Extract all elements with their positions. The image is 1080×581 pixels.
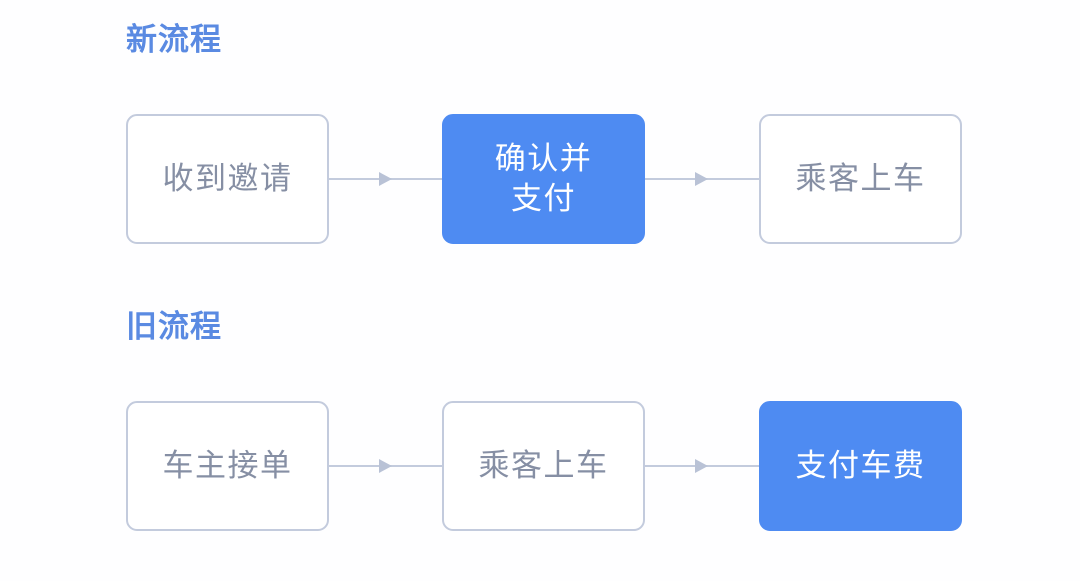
arrow-right-icon bbox=[378, 459, 392, 473]
node-confirm-and-pay[interactable]: 确认并 支付 bbox=[442, 114, 645, 244]
node-receive-invite[interactable]: 收到邀请 bbox=[126, 114, 329, 244]
section-title-new-flow: 新流程 bbox=[126, 22, 222, 57]
arrow-right-icon bbox=[695, 172, 708, 186]
flow-row-new: 收到邀请 确认并 支付 乘客上车 bbox=[0, 114, 1080, 246]
arrow-old-2 bbox=[645, 459, 759, 473]
node-passenger-boards-old[interactable]: 乘客上车 bbox=[442, 401, 645, 531]
arrow-new-2 bbox=[645, 172, 759, 186]
node-pay-fare[interactable]: 支付车费 bbox=[759, 401, 962, 531]
arrow-right-icon bbox=[378, 172, 392, 186]
arrow-right-icon bbox=[695, 459, 708, 473]
flow-row-old: 车主接单 乘客上车 支付车费 bbox=[0, 401, 1080, 533]
section-title-old-flow: 旧流程 bbox=[126, 309, 222, 344]
node-passenger-boards[interactable]: 乘客上车 bbox=[759, 114, 962, 244]
arrow-new-1 bbox=[329, 172, 442, 186]
arrow-old-1 bbox=[329, 459, 442, 473]
node-driver-accepts[interactable]: 车主接单 bbox=[126, 401, 329, 531]
